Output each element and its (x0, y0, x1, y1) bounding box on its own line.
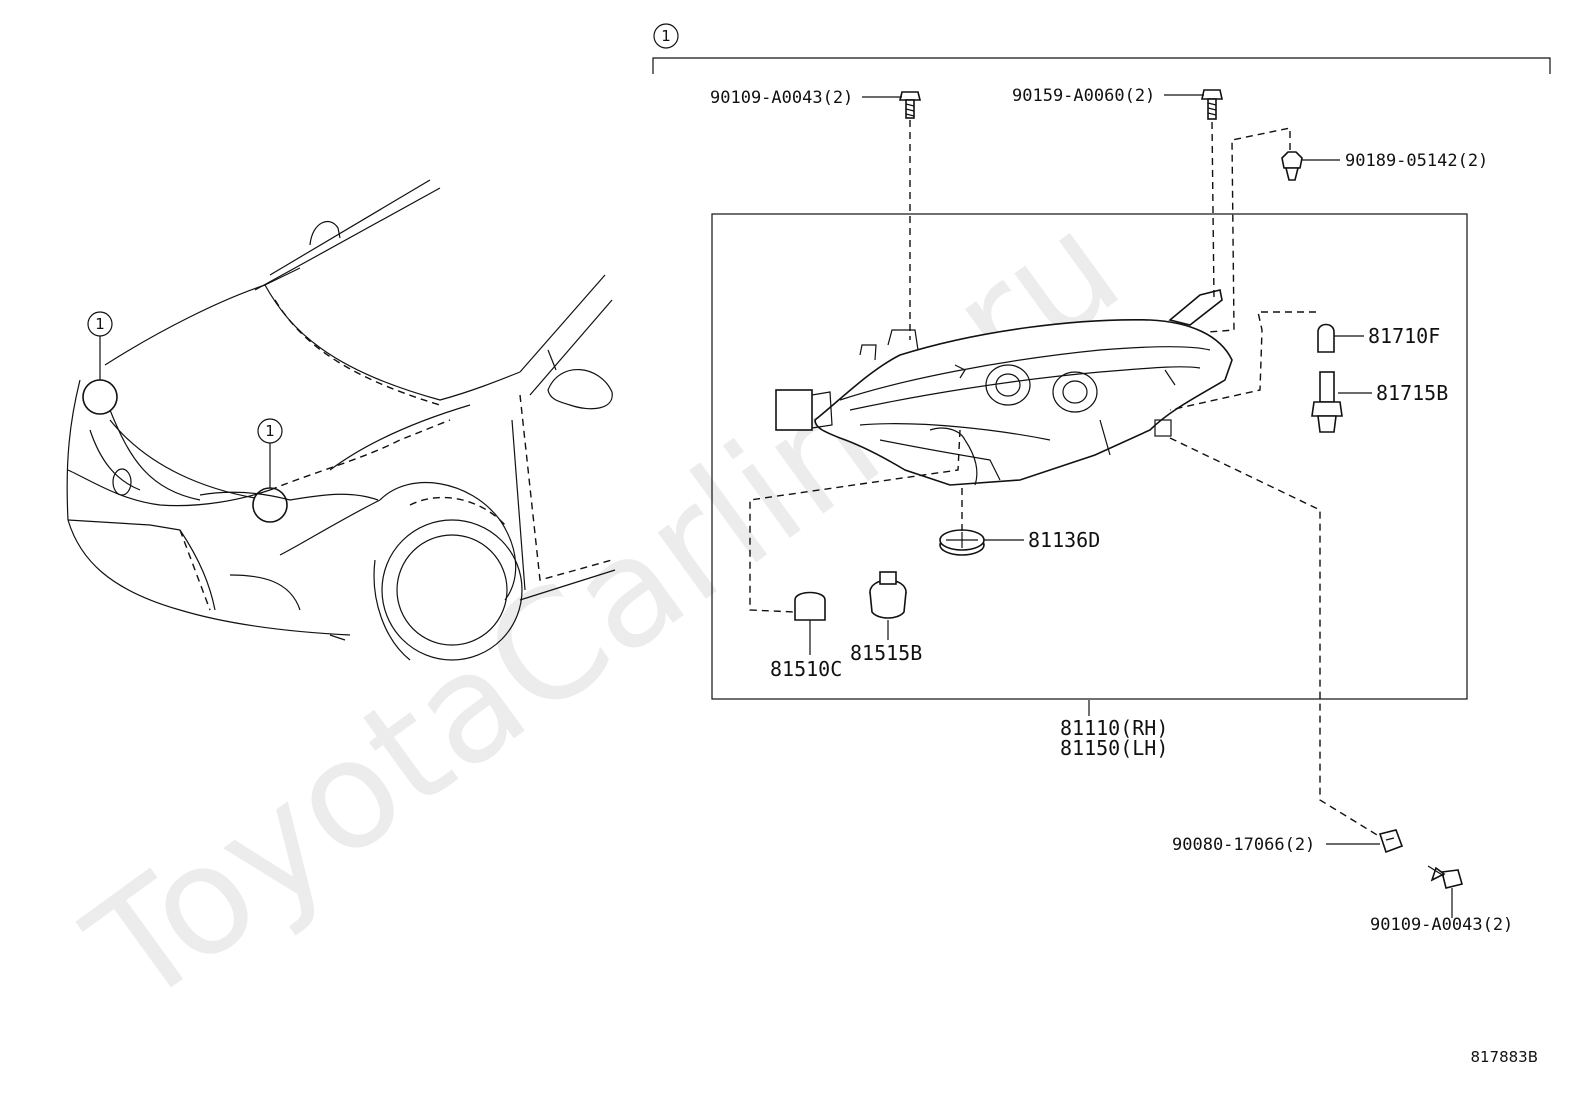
label-90109-a0043-bottom: 90109-A0043(2) (1370, 915, 1513, 935)
label-81710f: 81710F (1368, 324, 1440, 348)
label-81136d: 81136D (1028, 528, 1100, 552)
label-81110-rh: 81110(RH) (1060, 716, 1168, 740)
headlight-location-marker-right (252, 487, 288, 523)
label-81510c: 81510C (770, 657, 842, 681)
label-81150-lh: 81150(LH) (1060, 736, 1168, 760)
group-bracket: 1 (652, 23, 1551, 74)
nut-bottom (1378, 829, 1404, 854)
bolt-top-left (898, 91, 922, 119)
label-90080-17066: 90080-17066(2) (1172, 835, 1315, 855)
headlight-location-marker-left (82, 379, 118, 415)
label-90109-a0043-top: 90109-A0043(2) (710, 88, 853, 108)
assembly-box (711, 213, 1468, 700)
car-marker-1-right: 1 (265, 422, 275, 440)
car-front-illustration: 1 1 (66, 179, 616, 661)
label-90159-a0060: 90159-A0060(2) (1012, 86, 1155, 106)
headlamp-assembly-drawing (775, 289, 1233, 486)
car-marker-1-left: 1 (95, 315, 105, 333)
cover-81136d (939, 529, 985, 556)
label-81515b: 81515B (850, 641, 922, 665)
clip-top-right (1281, 151, 1303, 181)
diagram-id: 817883B (1470, 1048, 1538, 1066)
label-81715b: 81715B (1376, 381, 1448, 405)
socket-right (1311, 371, 1343, 433)
bolt-top-mid (1201, 89, 1223, 120)
group-marker: 1 (661, 27, 671, 45)
bulb-left (794, 591, 826, 621)
bulb-right (1317, 323, 1335, 353)
socket-left (869, 571, 907, 619)
label-90189-05142: 90189-05142(2) (1345, 151, 1488, 171)
bolt-bottom (1427, 865, 1463, 889)
